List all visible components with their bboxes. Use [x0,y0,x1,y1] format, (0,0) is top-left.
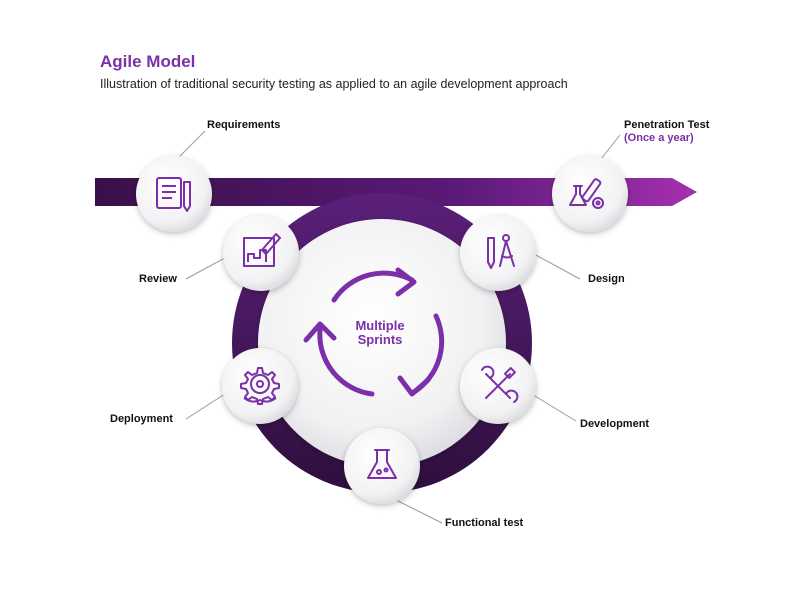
cycle-arrows-icon [303,267,445,397]
lab-tools-icon [569,178,604,209]
penetration-frequency: (Once a year) [624,132,694,144]
gear-icon [240,367,280,405]
label-penetration-test: Penetration Test (Once a year) [624,119,709,145]
clipboard-pencil-icon [156,177,191,212]
chart-pencil-icon [243,233,281,267]
node-requirements [136,156,212,232]
label-functional-test: Functional test [445,517,524,529]
compass-pencil-icon [487,234,515,269]
node-deployment [222,348,298,424]
center-label: Multiple Sprints [330,319,430,347]
node-review [223,215,299,291]
label-requirements: Requirements [207,119,281,131]
node-development [460,348,536,424]
diagram-title: Agile Model [100,52,196,71]
label-deployment: Deployment [110,413,173,425]
label-development: Development [580,418,650,430]
center-line-2: Sprints [357,332,403,347]
node-penetration-test [552,156,628,232]
wrench-screwdriver-icon [481,365,519,403]
label-review: Review [139,273,177,285]
center-disc [258,219,506,467]
node-design [460,215,536,291]
node-functional-test [344,428,420,504]
diagram-subtitle: Illustration of traditional security tes… [100,77,568,91]
timeline-arrow [95,178,697,206]
label-design: Design [588,273,625,285]
flask-icon [367,449,397,479]
center-line-1: Multiple [355,318,405,333]
penetration-label: Penetration Test [624,119,710,131]
